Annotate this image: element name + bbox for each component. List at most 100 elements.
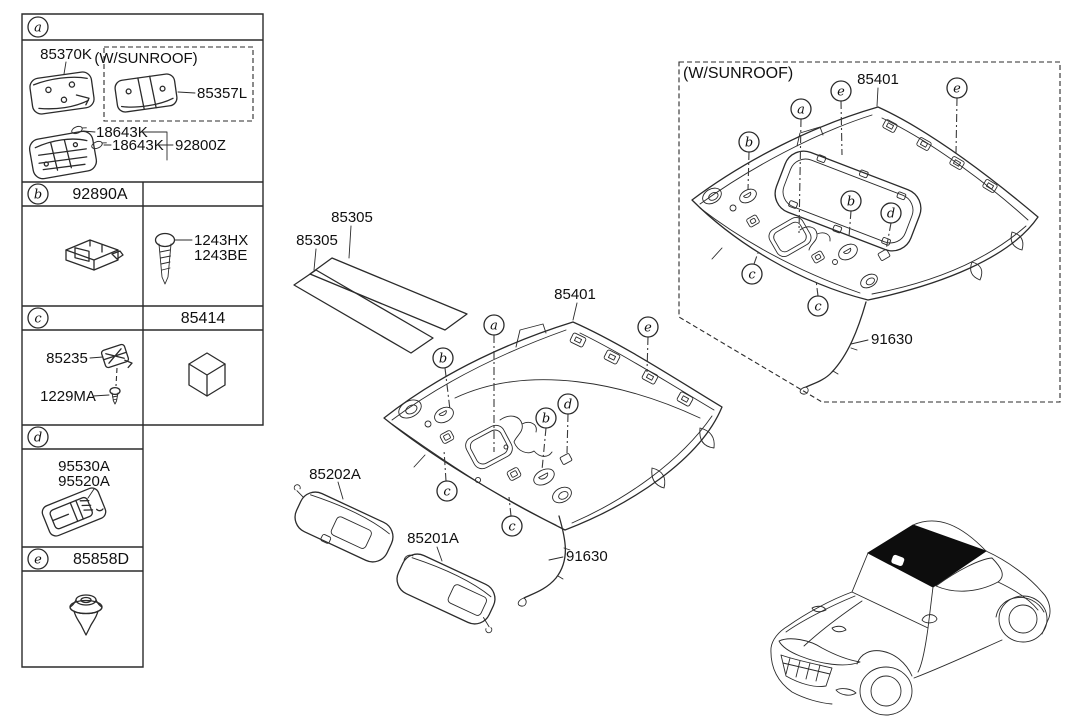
svg-text:a: a	[490, 319, 498, 334]
svg-text:d: d	[887, 207, 895, 222]
part-label-85305-1[interactable]: 85305	[331, 209, 373, 226]
vehicle-illustration	[770, 520, 1051, 716]
feeder-cable-sunroof: 91630	[799, 301, 913, 395]
sunroof-headliner-view: (W/SUNROOF) 85401	[678, 61, 1061, 403]
svg-text:b: b	[542, 412, 550, 427]
bulb-icons	[71, 125, 107, 150]
part-label-85401-sunroof[interactable]: 85401	[857, 71, 899, 88]
callout-b1-main	[432, 347, 454, 369]
sunroof-variant-box	[103, 46, 254, 122]
part-label-85235[interactable]: 85235	[46, 350, 88, 367]
part-label-85305-2[interactable]: 85305	[296, 232, 338, 249]
svg-text:c: c	[508, 520, 516, 535]
part-label-85202A[interactable]: 85202A	[309, 466, 361, 483]
svg-text:a: a	[797, 103, 805, 118]
sensor-drawing	[100, 343, 133, 369]
part-label-85401-main[interactable]: 85401	[554, 286, 596, 303]
sunroof-view-frame	[678, 61, 1061, 403]
part-label-85370K[interactable]: 85370K	[40, 46, 92, 63]
section-d-badge	[27, 426, 49, 448]
part-label-92800Z[interactable]: 92800Z	[175, 137, 226, 154]
sunvisor-left: 85202A	[293, 466, 394, 563]
roof-hooks	[569, 332, 694, 407]
part-label-85414[interactable]: 85414	[181, 310, 226, 327]
front-band-fittings	[398, 399, 573, 504]
legend-section-a: a 85370K (W/SUNROOF) 85357L	[27, 16, 254, 180]
section-a-letter: a	[34, 21, 42, 36]
sunroof-view-title: (W/SUNROOF)	[683, 65, 793, 82]
feeder-cable-main: 91630	[517, 515, 608, 607]
callout-d-sunroof	[880, 202, 902, 224]
part-label-95530A[interactable]: 95530A	[58, 458, 110, 475]
section-d-letter: d	[34, 431, 42, 446]
room-lamp-drawing	[29, 71, 95, 115]
part-label-95520A[interactable]: 95520A	[58, 473, 110, 490]
callout-a-main	[483, 314, 505, 336]
roof-tape-strips: 85305 85305	[293, 209, 468, 354]
room-lamp-assy-drawing	[65, 239, 124, 271]
mic-module-drawing	[41, 487, 107, 537]
svg-text:c: c	[748, 268, 756, 283]
svg-text:e: e	[837, 85, 845, 100]
part-label-85201A[interactable]: 85201A	[407, 530, 459, 547]
callout-e-main	[637, 316, 659, 338]
legend-section-c: c 85414 85235 1229MA	[27, 307, 226, 405]
section-b-letter: b	[34, 188, 42, 203]
callout-c2-main	[501, 515, 523, 537]
screw-1229-drawing	[109, 386, 121, 405]
svg-text:b: b	[439, 352, 447, 367]
legend-section-b: b 92890A 1243HX 1243BE	[27, 183, 248, 285]
part-label-18643K-2[interactable]: 18643K	[112, 137, 164, 154]
callout-d-main	[557, 393, 579, 415]
main-headliner-view: 85401	[293, 286, 723, 634]
section-c-letter: c	[34, 312, 42, 327]
callout-c1-main	[436, 480, 458, 502]
overhead-console-drawing	[28, 130, 98, 180]
callout-e2-sunroof	[946, 77, 968, 99]
svg-text:e: e	[644, 321, 652, 336]
part-label-18643K-1[interactable]: 18643K	[96, 124, 148, 141]
svg-text:b: b	[847, 195, 855, 210]
sunroof-opening	[774, 150, 922, 252]
svg-text:c: c	[814, 300, 822, 315]
svg-text:d: d	[564, 398, 572, 413]
svg-text:b: b	[745, 136, 753, 151]
tape-strip-1	[309, 257, 468, 331]
part-label-85858D[interactable]: 85858D	[73, 551, 129, 568]
section-e-letter: e	[34, 553, 42, 568]
part-label-85357L[interactable]: 85357L	[197, 85, 247, 102]
cube-85414-drawing	[188, 352, 226, 397]
sunroof-front-fittings	[702, 187, 891, 289]
part-label-91630-sunroof[interactable]: 91630	[871, 331, 913, 348]
callout-c1-sunroof	[741, 263, 763, 285]
sunroof-variant-label: (W/SUNROOF)	[94, 50, 197, 67]
section-c-badge	[27, 307, 49, 329]
part-label-1243HX[interactable]: 1243HX	[194, 232, 248, 249]
tape-strip-2	[293, 269, 434, 354]
callout-e1-sunroof	[830, 80, 852, 102]
sunroof-headliner-outline	[691, 106, 1039, 301]
sunroof-lamp-drawing	[114, 73, 178, 113]
legend-table: a 85370K (W/SUNROOF) 85357L	[21, 13, 264, 668]
section-b-badge	[27, 183, 49, 205]
section-a-badge	[27, 16, 49, 38]
sunroof-callouts: e a e b b d c c	[738, 77, 968, 317]
screw-1243-drawing	[154, 232, 176, 285]
part-label-92890A[interactable]: 92890A	[72, 186, 127, 203]
callout-a-sunroof	[790, 98, 812, 120]
grommet-drawing	[69, 594, 103, 636]
part-label-1243BE[interactable]: 1243BE	[194, 247, 247, 264]
legend-section-d: d 95530A 95520A	[27, 426, 110, 537]
part-label-91630-main[interactable]: 91630	[566, 548, 608, 565]
callout-c2-sunroof	[807, 295, 829, 317]
svg-text:c: c	[443, 485, 451, 500]
callout-b1-sunroof	[738, 131, 760, 153]
svg-text:e: e	[953, 82, 961, 97]
sunvisor-right: 85201A	[396, 530, 496, 634]
main-callouts: a b e b d c c	[432, 314, 659, 537]
callout-b2-sunroof	[840, 190, 862, 212]
part-label-1229MA[interactable]: 1229MA	[40, 388, 96, 405]
sunroof-roof-hooks	[882, 119, 998, 193]
